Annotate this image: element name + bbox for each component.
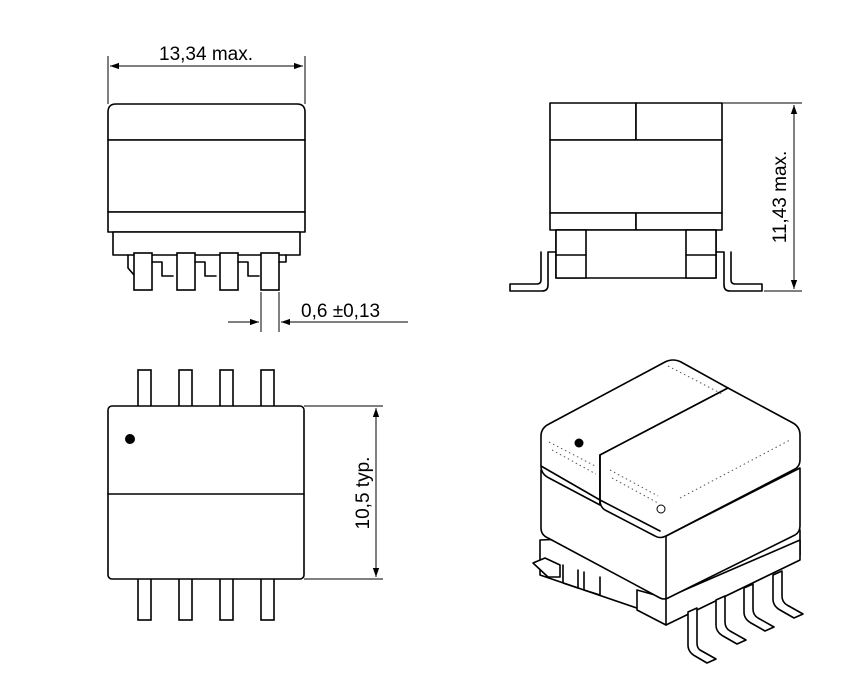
- top-body: [107, 405, 305, 580]
- side-winding: [549, 139, 723, 214]
- side-view: 11,43 max.: [509, 102, 802, 292]
- pin-width-dimension-label: 0,6 ±0,13: [301, 301, 380, 322]
- iso-pin1-marker-dot: [574, 438, 584, 448]
- width-dimension-label: 13,34 max.: [159, 44, 253, 65]
- isometric-view: [532, 359, 804, 664]
- side-lead-right: [715, 251, 763, 292]
- iso-core-right: [599, 387, 801, 539]
- front-view: 13,34 max. 0,6 ±0,13: [107, 44, 408, 332]
- depth-dimension-label: 10,5 typ.: [353, 457, 374, 530]
- front-core-bottom: [107, 211, 306, 233]
- pin1-marker-dot: [125, 434, 135, 444]
- front-winding: [107, 139, 306, 213]
- height-dimension-label: 11,43 max.: [770, 151, 791, 244]
- front-leads: [127, 252, 287, 291]
- iso-winding-front: [540, 467, 801, 600]
- front-base: [112, 231, 301, 256]
- front-core-top: [107, 103, 306, 141]
- side-lead-left: [509, 251, 557, 292]
- iso-leads: [687, 570, 804, 664]
- side-core-right-top: [635, 102, 723, 141]
- iso-core-left: [540, 359, 729, 506]
- side-core-left-top: [549, 102, 637, 141]
- top-view: 10,5 typ.: [107, 369, 383, 621]
